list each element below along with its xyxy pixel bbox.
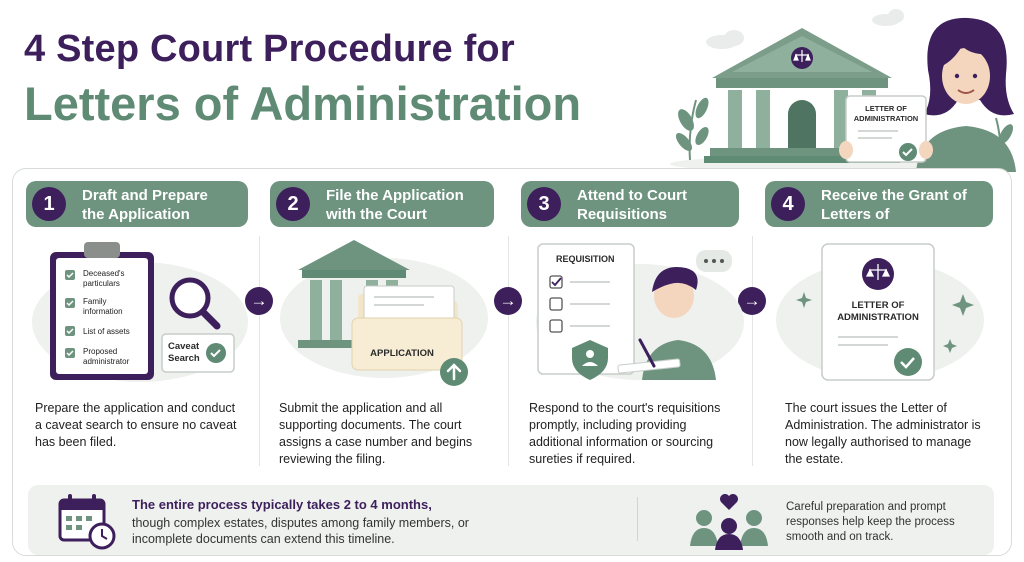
courthouse-icon [704, 28, 900, 163]
step-1-description: Prepare the application and conduct a ca… [35, 401, 237, 449]
step-4-number: 4 [771, 187, 805, 221]
banner-divider [637, 497, 638, 541]
step-divider [508, 236, 509, 466]
step-3-illustration: REQUISITION [522, 236, 754, 386]
person-icon [617, 267, 716, 380]
timeline-tip: Careful preparation and prompt responses… [786, 501, 955, 543]
svg-text:LETTER OF: LETTER OF [865, 104, 907, 113]
hero-illustration: LETTER OF ADMINISTRATION [660, 0, 1024, 172]
step-2-header: 2 File the Application with the Court [270, 181, 494, 227]
step-3-label: Attend to Court Requisitions [577, 187, 687, 223]
timeline-highlight: The entire process typically takes 2 to … [132, 497, 432, 512]
arrow-right-icon: → [245, 287, 273, 315]
caveat-search-badge: Caveat Search [161, 333, 235, 373]
shield-icon [572, 340, 608, 380]
step-1-label: Draft and Prepare the Application [82, 187, 208, 223]
requisition-document: REQUISITION [537, 243, 635, 375]
step-divider [259, 236, 260, 466]
folder-label: APPLICATION [370, 348, 434, 359]
step-3-description: Respond to the court's requisitions prom… [529, 401, 721, 466]
letter-document-icon: LETTER OF ADMINISTRATION [839, 95, 933, 163]
person-icon [916, 17, 1016, 172]
step-1-number: 1 [32, 187, 66, 221]
step-divider [752, 236, 753, 466]
step-2-description: Submit the application and all supportin… [279, 401, 473, 466]
folder-icon: APPLICATION [351, 285, 463, 371]
step-2-illustration: APPLICATION [274, 236, 506, 386]
arrow-right-icon: → [494, 287, 522, 315]
calendar-clock-icon [56, 492, 118, 550]
letter-document-icon: LETTER OF ADMINISTRATION [821, 243, 935, 381]
step-4-illustration: LETTER OF ADMINISTRATION [766, 236, 998, 386]
family-heart-icon [686, 494, 772, 550]
magnifier-icon [169, 277, 221, 330]
check-icon [894, 348, 922, 376]
doc-label-line2: ADMINISTRATION [837, 312, 919, 323]
timeline-detail: though complex estates, disputes among f… [132, 516, 469, 546]
step-2-number: 2 [276, 187, 310, 221]
timeline-banner [28, 485, 994, 555]
checklist-item-3: List of assets [83, 327, 130, 336]
step-3-number: 3 [527, 187, 561, 221]
svg-text:ADMINISTRATION: ADMINISTRATION [854, 114, 918, 123]
arrow-right-icon: → [738, 287, 766, 315]
step-4-label: Receive the Grant of Letters of Administ… [821, 187, 967, 242]
step-3-header: 3 Attend to Court Requisitions [521, 181, 739, 227]
step-1-header: 1 Draft and Prepare the Application [26, 181, 248, 227]
doc-label-line1: LETTER OF [852, 300, 905, 311]
step-4-header: 4 Receive the Grant of Letters of Admini… [765, 181, 993, 242]
step-4-description: The court issues the Letter of Administr… [785, 401, 981, 466]
page-title-line1: 4 Step Court Procedure for [24, 28, 515, 70]
speech-bubble-icon [696, 250, 732, 272]
clipboard-icon [50, 242, 154, 380]
upload-arrow-icon [440, 358, 468, 386]
caveat-search-label-2: Search [168, 353, 200, 364]
cloud-icon [706, 9, 904, 49]
sparkle-icon [796, 292, 974, 353]
caveat-search-label-1: Caveat [168, 341, 200, 352]
requisition-label: REQUISITION [556, 254, 615, 264]
step-2-label: File the Application with the Court [326, 187, 464, 223]
page-title-line2: Letters of Administration [24, 77, 582, 130]
